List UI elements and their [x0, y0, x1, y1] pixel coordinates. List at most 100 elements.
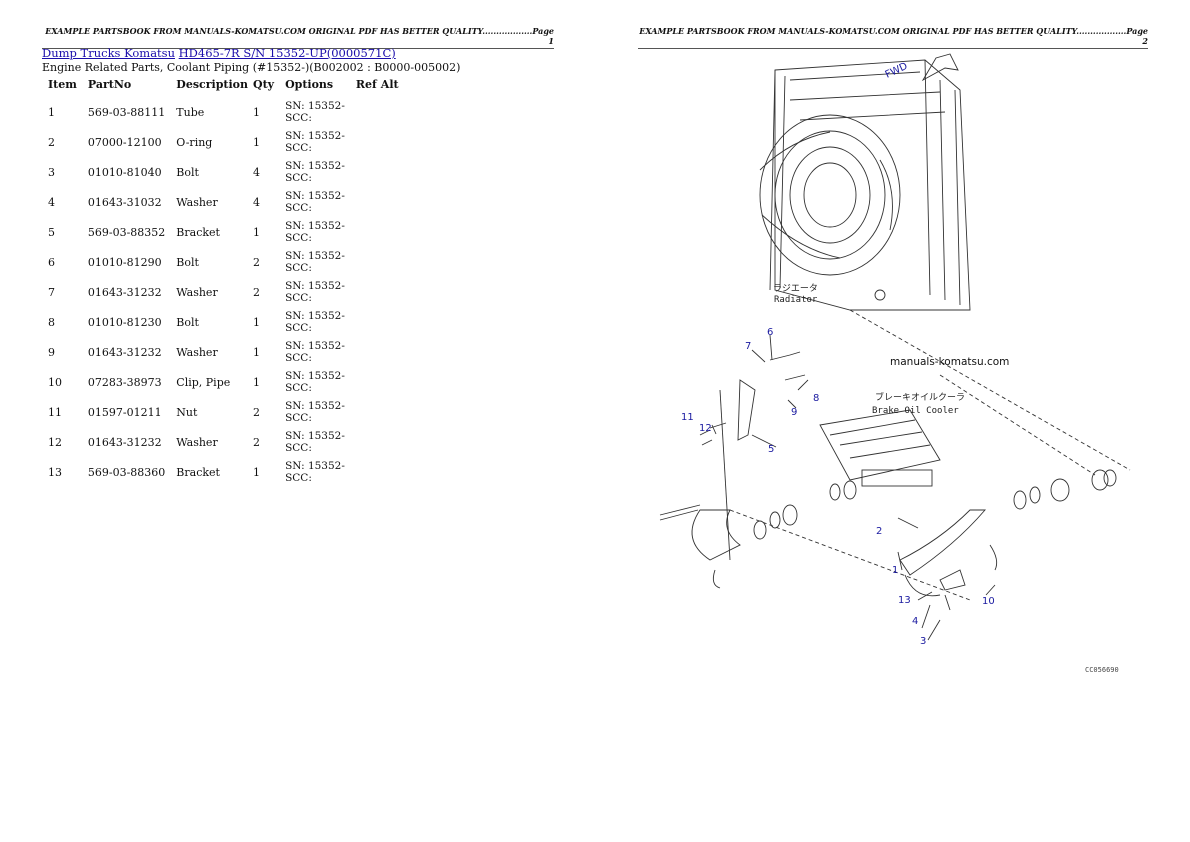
ref-cell: [350, 367, 379, 397]
qty-cell: 1: [253, 135, 260, 149]
ref-cell: [350, 217, 379, 247]
breadcrumb-category-link[interactable]: Dump Trucks Komatsu: [42, 46, 175, 60]
col-alt: Alt: [380, 78, 399, 91]
description-cell: Tube: [176, 105, 205, 119]
item-cell: 10: [48, 375, 62, 389]
item-cell: 6: [48, 255, 55, 269]
item-cell: 11: [48, 405, 62, 419]
fwd-label: FWD: [884, 61, 910, 81]
partno-cell: 569-03-88360: [87, 465, 166, 479]
callout-1: 1: [892, 565, 898, 576]
tube-part-1: [899, 509, 986, 576]
partno-cell: 01643-31232: [87, 285, 162, 299]
diagram-code: CC056690: [1085, 666, 1119, 674]
exploded-parts-diagram: FWD ラジエータ Radiator ブレーキオイルクーラ Brake Oil …: [659, 53, 1131, 674]
options-cell: SN: 15352-SCC:: [279, 157, 350, 187]
partno-cell: 01010-81290: [87, 255, 162, 269]
options-sn: SN: 15352-: [285, 280, 345, 292]
options-cell: SN: 15352-SCC:: [279, 307, 350, 337]
description-cell: Bracket: [176, 225, 220, 239]
breadcrumb-model-link[interactable]: HD465-7R S/N 15352-UP(0000571C): [178, 46, 396, 60]
partno-cell: 569-03-88352: [87, 225, 166, 239]
ref-cell: [350, 247, 379, 277]
alt-cell: [379, 367, 404, 397]
options-scc: SCC:: [285, 142, 312, 154]
callout-10: 10: [982, 596, 995, 607]
cooler-jp-label: ブレーキオイルクーラ: [875, 391, 965, 403]
options-cell: SN: 15352-SCC:: [279, 277, 350, 307]
item-cell: 12: [48, 435, 62, 449]
ref-cell: [350, 277, 379, 307]
description-cell: Bolt: [176, 315, 199, 329]
partno-cell: 07000-12100: [87, 135, 162, 149]
partno-cell: 01010-81230: [87, 315, 162, 329]
options-cell: SN: 15352-SCC:: [279, 337, 350, 367]
alt-cell: [379, 97, 404, 127]
options-scc: SCC:: [285, 352, 312, 364]
alt-cell: [379, 127, 404, 157]
options-cell: SN: 15352-SCC:: [279, 127, 350, 157]
fwd-arrow: [921, 53, 959, 82]
options-cell: SN: 15352-SCC:: [279, 247, 350, 277]
table-row: 1 569-03-88111 Tube 1 SN: 15352-SCC:: [42, 97, 404, 127]
col-qty: Qty: [253, 78, 275, 91]
item-cell: 4: [48, 195, 55, 209]
options-sn: SN: 15352-: [285, 430, 345, 442]
callout-11: 11: [681, 412, 694, 423]
description-cell: Bracket: [176, 465, 220, 479]
fan-shroud: [759, 114, 901, 276]
callout-2: 2: [876, 526, 882, 537]
callout-3: 3: [920, 636, 926, 647]
callout-6: 6: [767, 327, 773, 338]
radiator-jp-label: ラジエータ: [773, 283, 818, 294]
description-cell: Washer: [176, 285, 218, 299]
options-scc: SCC:: [285, 322, 312, 334]
description-cell: Washer: [176, 345, 218, 359]
alt-cell: [379, 307, 404, 337]
page-header-right: EXAMPLE PARTSBOOK FROM MANUALS-KOMATSU.C…: [638, 26, 1148, 49]
qty-cell: 4: [253, 195, 260, 209]
qty-cell: 2: [253, 255, 260, 269]
ref-cell: [350, 187, 379, 217]
alt-cell: [379, 247, 404, 277]
alt-cell: [379, 187, 404, 217]
qty-cell: 1: [253, 465, 260, 479]
options-scc: SCC:: [285, 172, 312, 184]
description-cell: Nut: [176, 405, 198, 419]
options-scc: SCC:: [285, 442, 312, 454]
callout-4: 4: [912, 616, 918, 627]
table-row: 6 01010-81290 Bolt 2 SN: 15352-SCC:: [42, 247, 404, 277]
partno-cell: 07283-38973: [87, 375, 162, 389]
item-cell: 1: [48, 105, 55, 119]
partno-cell: 569-03-88111: [87, 105, 166, 119]
col-partno: PartNo: [87, 78, 132, 91]
options-scc: SCC:: [285, 292, 312, 304]
col-options: Options: [285, 78, 334, 91]
options-cell: SN: 15352-SCC:: [279, 217, 350, 247]
item-cell: 7: [48, 285, 55, 299]
radiator-en-label: Radiator: [774, 295, 818, 305]
options-sn: SN: 15352-: [285, 370, 345, 382]
options-sn: SN: 15352-: [285, 100, 345, 112]
qty-cell: 1: [253, 105, 260, 119]
options-scc: SCC:: [285, 262, 312, 274]
options-scc: SCC:: [285, 112, 312, 124]
callout-9: 9: [791, 407, 797, 418]
description-cell: Bolt: [176, 255, 199, 269]
options-cell: SN: 15352-SCC:: [279, 427, 350, 457]
description-cell: O-ring: [176, 135, 213, 149]
callout-12: 12: [699, 423, 712, 434]
options-cell: SN: 15352-SCC:: [279, 397, 350, 427]
alt-cell: [379, 217, 404, 247]
ref-cell: [350, 457, 379, 487]
item-cell: 5: [48, 225, 55, 239]
qty-cell: 1: [253, 315, 260, 329]
partno-cell: 01010-81040: [87, 165, 162, 179]
